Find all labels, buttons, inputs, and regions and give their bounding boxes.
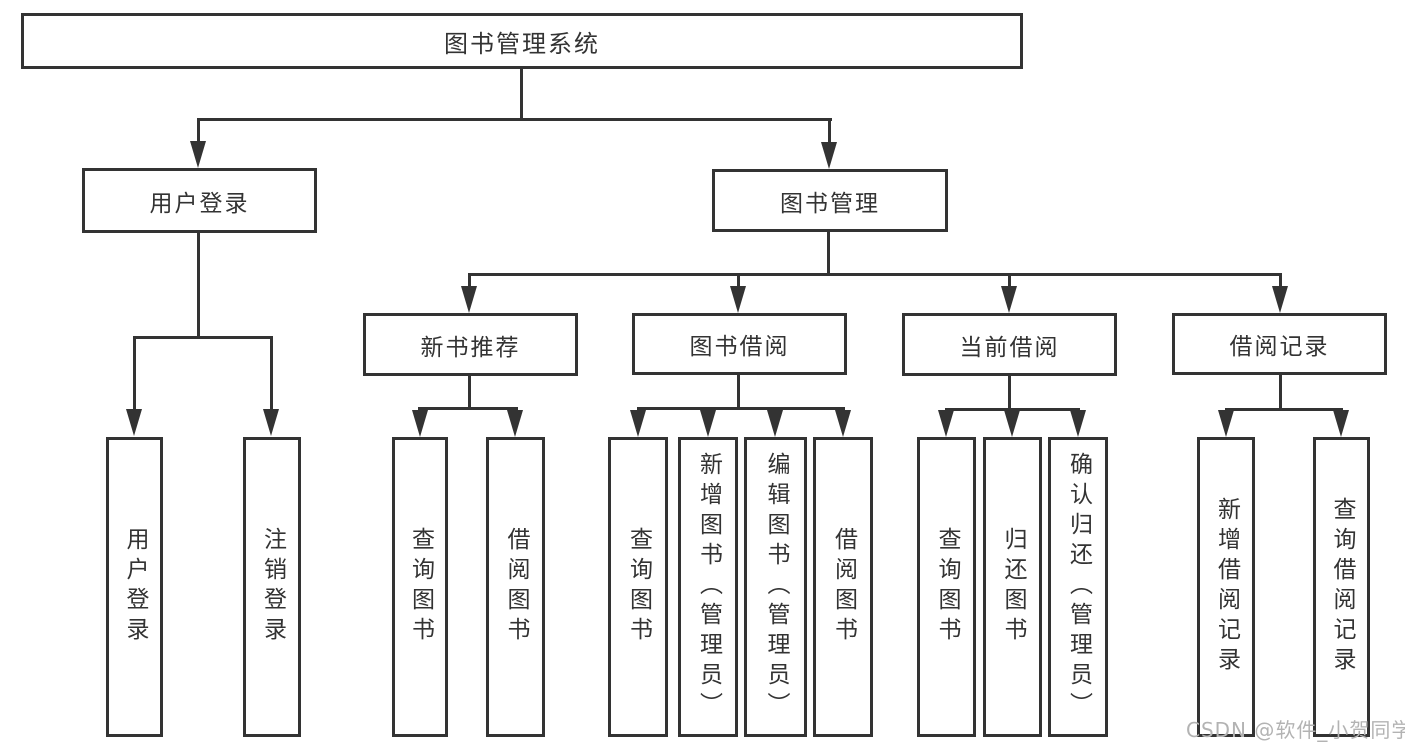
- node-leaf-logout: 注销登录: [243, 437, 301, 737]
- connector-line: [1008, 376, 1011, 410]
- connector-line: [197, 118, 200, 142]
- connector-line: [945, 408, 1080, 411]
- node-leaf-confirm-return-admin: 确认归还（管理员）: [1048, 437, 1108, 737]
- arrowhead-down-icon: [630, 410, 646, 437]
- node-leaf-query-books-borrowing: 查询图书: [608, 437, 668, 737]
- arrowhead-down-icon: [1218, 410, 1234, 437]
- arrowhead-down-icon: [700, 410, 716, 437]
- node-leaf-borrow-books-recommend: 借阅图书: [486, 437, 545, 737]
- arrowhead-down-icon: [1272, 286, 1288, 313]
- node-new-book-recommend: 新书推荐: [363, 313, 578, 376]
- node-leaf-add-borrow-record-label: 新增借阅记录: [1213, 497, 1240, 677]
- node-leaf-return-books: 归还图书: [983, 437, 1042, 737]
- node-leaf-query-books-borrowing-label: 查询图书: [625, 527, 652, 647]
- node-new-book-recommend-label: 新书推荐: [420, 334, 521, 361]
- connector-line: [637, 407, 845, 410]
- connector-line: [827, 232, 830, 273]
- node-book-borrowing-label: 图书借阅: [689, 334, 790, 360]
- connector-line: [468, 376, 471, 409]
- connector-line: [197, 118, 832, 121]
- connector-line: [1008, 273, 1011, 287]
- node-user-login-label: 用户登录: [149, 190, 250, 217]
- node-root: 图书管理系统: [21, 13, 1023, 69]
- node-current-borrowing: 当前借阅: [902, 313, 1117, 376]
- arrowhead-down-icon: [835, 410, 851, 437]
- node-leaf-query-books-current-label: 查询图书: [934, 527, 960, 647]
- arrowhead-down-icon: [1333, 410, 1349, 437]
- connector-line: [133, 336, 136, 410]
- arrowhead-down-icon: [821, 142, 837, 169]
- arrowhead-down-icon: [1004, 410, 1020, 437]
- node-leaf-confirm-return-admin-label: 确认归还（管理员）: [1065, 452, 1092, 722]
- connector-line: [418, 407, 518, 410]
- connector-line: [737, 375, 740, 409]
- node-borrowing-records: 借阅记录: [1172, 313, 1387, 375]
- node-leaf-return-books-label: 归还图书: [1000, 527, 1026, 647]
- node-book-management: 图书管理: [712, 169, 948, 232]
- connector-line: [520, 69, 523, 120]
- connector-line: [270, 336, 273, 410]
- node-book-management-label: 图书管理: [780, 190, 880, 217]
- node-leaf-add-books-admin-label: 新增图书（管理员）: [695, 452, 722, 722]
- node-borrowing-records-label: 借阅记录: [1229, 334, 1330, 360]
- node-root-label: 图书管理系统: [444, 29, 600, 58]
- arrowhead-down-icon: [507, 410, 523, 437]
- node-leaf-query-books-recommend: 查询图书: [392, 437, 448, 737]
- node-current-borrowing-label: 当前借阅: [959, 334, 1060, 361]
- connector-line: [468, 273, 471, 287]
- node-book-borrowing: 图书借阅: [632, 313, 847, 375]
- arrowhead-down-icon: [730, 286, 746, 313]
- node-leaf-borrow-books-recommend-label: 借阅图书: [503, 527, 529, 647]
- node-leaf-user-login: 用户登录: [106, 437, 163, 737]
- node-leaf-edit-books-admin: 编辑图书（管理员）: [744, 437, 807, 737]
- arrowhead-down-icon: [767, 410, 783, 437]
- connector-line: [469, 273, 1282, 276]
- node-leaf-add-borrow-record: 新增借阅记录: [1197, 437, 1255, 737]
- arrowhead-down-icon: [461, 286, 477, 313]
- node-leaf-query-books-recommend-label: 查询图书: [407, 527, 434, 647]
- arrowhead-down-icon: [1001, 286, 1017, 313]
- node-leaf-query-borrow-record: 查询借阅记录: [1313, 437, 1370, 737]
- csdn-watermark: CSDN @软件_小贺同学: [1186, 718, 1405, 742]
- connector-line: [1225, 408, 1343, 411]
- node-leaf-edit-books-admin-label: 编辑图书（管理员）: [763, 452, 789, 722]
- node-leaf-query-books-current: 查询图书: [917, 437, 976, 737]
- arrowhead-down-icon: [1070, 410, 1086, 437]
- node-leaf-borrow-books-borrowing: 借阅图书: [813, 437, 873, 737]
- connector-line: [133, 336, 273, 339]
- node-leaf-borrow-books-borrowing-label: 借阅图书: [830, 527, 857, 647]
- arrowhead-down-icon: [412, 410, 428, 437]
- connector-line: [1279, 375, 1282, 410]
- node-leaf-query-borrow-record-label: 查询借阅记录: [1329, 497, 1355, 677]
- connector-line: [197, 233, 200, 338]
- arrowhead-down-icon: [263, 409, 279, 436]
- arrowhead-down-icon: [126, 409, 142, 436]
- connector-line: [737, 273, 740, 287]
- node-leaf-user-login-label: 用户登录: [122, 527, 148, 647]
- connector-line: [828, 118, 831, 142]
- node-leaf-logout-label: 注销登录: [259, 527, 286, 647]
- arrowhead-down-icon: [938, 410, 954, 437]
- arrowhead-down-icon: [190, 141, 206, 168]
- connector-line: [1279, 273, 1282, 287]
- node-user-login: 用户登录: [82, 168, 317, 233]
- node-leaf-add-books-admin: 新增图书（管理员）: [678, 437, 738, 737]
